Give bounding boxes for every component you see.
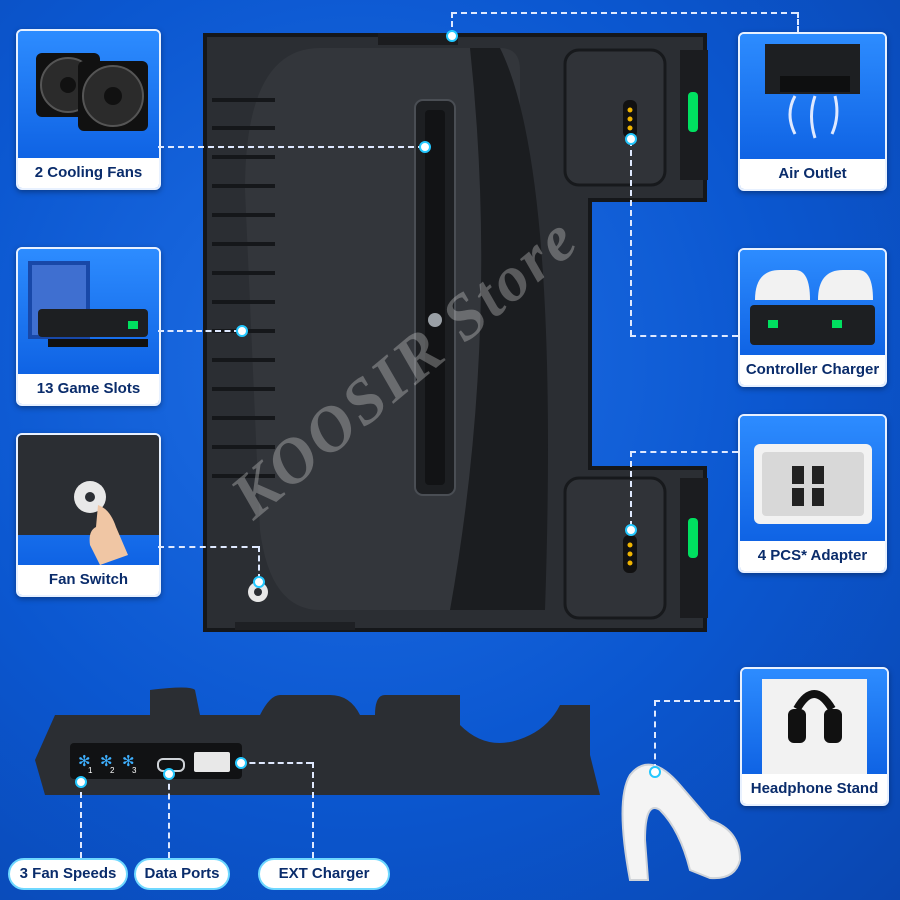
headphone-stand-card: Headphone Stand xyxy=(740,667,889,806)
connector-air-outlet-right xyxy=(797,12,799,32)
fan-speed-3-icon: ✻ xyxy=(122,753,135,770)
fan-icon xyxy=(36,53,148,131)
connector-game-slots xyxy=(158,330,240,332)
air-outlet-card: Air Outlet xyxy=(738,32,887,191)
controller-charger-label: Controller Charger xyxy=(740,355,885,385)
point-air-outlet xyxy=(446,30,458,42)
connector-cooling-fans xyxy=(158,146,424,148)
controller-charger-card: Controller Charger xyxy=(738,248,887,387)
game-slots-label: 13 Game Slots xyxy=(18,374,159,404)
data-ports-label: Data Ports xyxy=(134,858,230,890)
connector-ext-charger-horizontal xyxy=(240,762,312,764)
charging-stand-side-view xyxy=(35,687,600,795)
point-adapter xyxy=(625,524,637,536)
adapter-box-icon xyxy=(754,444,872,524)
connector-adapter-horizontal xyxy=(630,451,738,453)
connector-fan-switch xyxy=(158,546,258,548)
headphone-stand-image xyxy=(742,669,887,774)
fan-speed-2-icon: ✻ xyxy=(100,753,113,770)
connector-fan-switch-vertical xyxy=(258,546,260,580)
air-outlet-image xyxy=(740,34,885,159)
point-cooling-fans xyxy=(419,141,431,153)
point-ext-charger xyxy=(235,757,247,769)
adapter-label: 4 PCS* Adapter xyxy=(740,541,885,571)
point-fan-switch xyxy=(253,576,265,588)
connector-air-outlet-top xyxy=(451,12,797,14)
fan-speed-2-number: 2 xyxy=(110,766,115,775)
game-slots-card: 13 Game Slots xyxy=(16,247,161,406)
connector-air-outlet-left xyxy=(451,12,453,36)
game-case-icon xyxy=(28,261,148,347)
point-controller-charger xyxy=(625,133,637,145)
air-outlet-label: Air Outlet xyxy=(740,159,885,189)
fan-switch-label: Fan Switch xyxy=(18,565,159,595)
connector-fan-speeds xyxy=(80,782,82,858)
controller-charger-image xyxy=(740,250,885,355)
fan-speed-3-number: 3 xyxy=(132,766,137,775)
headphone-hook xyxy=(621,763,742,881)
connector-controller-charger-vertical xyxy=(630,140,632,336)
connector-ext-charger-vertical xyxy=(312,762,314,858)
fan-speed-1-number: 1 xyxy=(88,766,93,775)
ext-charger-label: EXT Charger xyxy=(258,858,390,890)
point-fan-speeds xyxy=(75,776,87,788)
fan-switch-image xyxy=(18,435,159,565)
connector-adapter-vertical xyxy=(630,451,632,527)
game-slots-image xyxy=(18,249,159,374)
usb-a-port xyxy=(194,752,230,772)
charging-stand-top-view xyxy=(203,33,708,632)
cooling-fans-card: 2 Cooling Fans xyxy=(16,29,161,190)
cooling-fans-label: 2 Cooling Fans xyxy=(18,158,159,188)
fan-speed-1-icon: ✻ xyxy=(78,753,91,770)
cooling-fans-image xyxy=(18,31,159,158)
connector-controller-charger-horizontal xyxy=(630,335,738,337)
adapter-card: 4 PCS* Adapter xyxy=(738,414,887,573)
connector-headphone-stand-vertical xyxy=(654,700,656,770)
point-game-slots xyxy=(236,325,248,337)
controller-icon xyxy=(750,270,875,345)
fan-speeds-label: 3 Fan Speeds xyxy=(8,858,128,890)
fan-switch-icon xyxy=(18,435,159,565)
fan-speed-indicators: ✻ 1 ✻ 2 ✻ 3 xyxy=(78,752,148,778)
fan-switch-card: Fan Switch xyxy=(16,433,161,597)
point-headphone-stand xyxy=(649,766,661,778)
connector-data-ports xyxy=(168,774,170,858)
connector-headphone-stand-horizontal xyxy=(654,700,740,702)
adapter-image xyxy=(740,416,885,541)
air-vent-icon xyxy=(765,44,860,139)
point-data-ports xyxy=(163,768,175,780)
headphone-stand-label: Headphone Stand xyxy=(742,774,887,804)
headphone-icon xyxy=(762,679,867,774)
